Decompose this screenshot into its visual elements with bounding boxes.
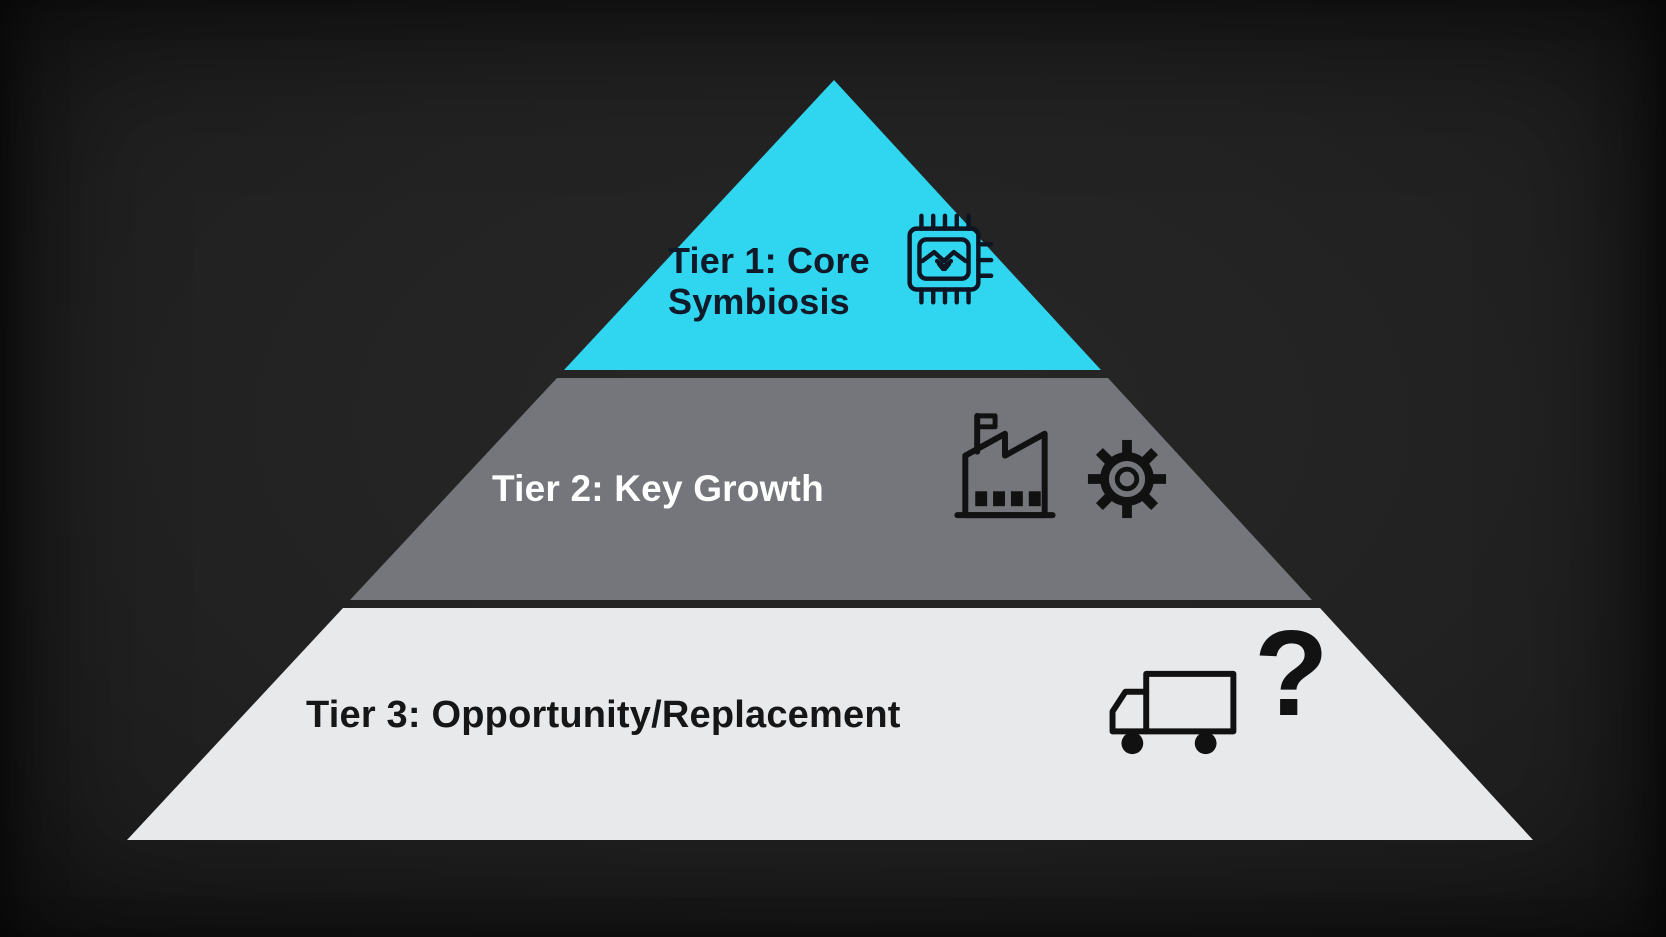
tier-2-label: Tier 2: Key Growth — [492, 468, 824, 509]
chip-handshake-icon — [907, 213, 994, 305]
gear-icon — [1087, 439, 1167, 519]
tier-3-label: Tier 3: Opportunity/Replacement — [306, 694, 901, 736]
tier-1-label: Tier 1: Core Symbiosis — [668, 240, 898, 322]
tier-1-label-line-1: Tier 1: Core — [668, 240, 870, 281]
tier-1-label-line-2: Symbiosis — [668, 281, 850, 322]
question-mark-icon: ? — [1254, 605, 1329, 741]
factory-icon — [954, 412, 1056, 519]
truck-icon — [1109, 670, 1237, 755]
